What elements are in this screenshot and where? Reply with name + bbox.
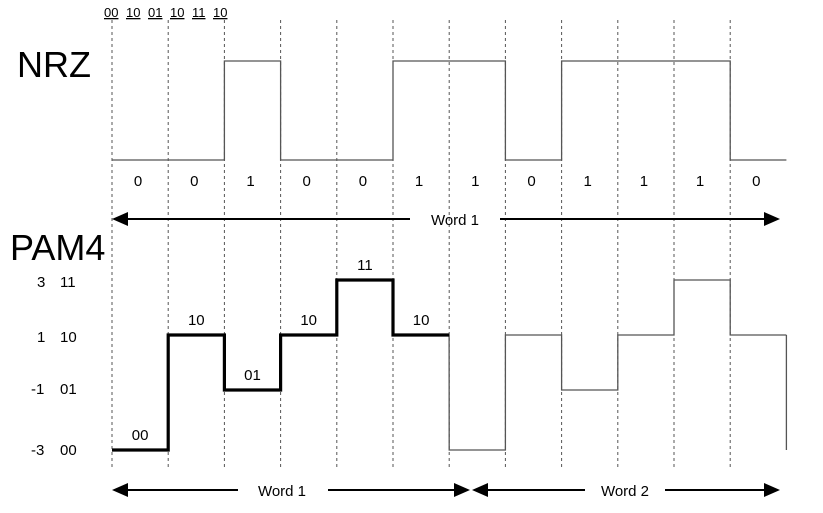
nrz-bit-label: 1: [584, 173, 592, 190]
pam4-word2-trace: [448, 279, 787, 451]
pam4-symbol-label: 10: [300, 312, 317, 329]
pam4-word1-trace: [112, 278, 450, 452]
pam4-word2-label: Word 2: [601, 483, 649, 500]
nrz-word-label: Word 1: [431, 212, 479, 229]
pam4-symbol-label: 10: [188, 312, 205, 329]
pam4-symbol-label: 00: [132, 427, 149, 444]
nrz-label: NRZ: [17, 44, 91, 85]
top-bit-pair: 10: [213, 5, 227, 20]
nrz-trace: [112, 60, 787, 161]
top-bit-pairs: 00 10 01 10 11 10: [104, 5, 227, 20]
level-value: -3: [31, 442, 44, 459]
pam4-label: PAM4: [10, 227, 105, 268]
nrz-bit-label: 1: [640, 173, 648, 190]
pam4-word-arrows: Word 1 Word 2: [112, 483, 780, 500]
nrz-bit-label: 0: [752, 173, 760, 190]
pam4-symbol-label: 11: [357, 257, 373, 274]
level-code: 00: [60, 442, 77, 459]
nrz-bit-label: 1: [246, 173, 254, 190]
nrz-bit-label: 0: [134, 173, 142, 190]
top-bit-pair: 11: [192, 5, 206, 20]
nrz-bit-label: 1: [696, 173, 704, 190]
level-value: -1: [31, 381, 44, 398]
nrz-bit-label: 0: [303, 173, 311, 190]
level-code: 11: [60, 274, 76, 291]
level-code: 10: [60, 329, 77, 346]
pam4-waveform: [112, 278, 788, 452]
nrz-word-arrow: Word 1: [112, 212, 780, 229]
level-value: 3: [37, 274, 45, 291]
level-value: 1: [37, 329, 45, 346]
pam4-symbol-label: 10: [413, 312, 430, 329]
nrz-bit-label: 1: [471, 173, 479, 190]
level-code: 01: [60, 381, 77, 398]
top-bit-pair: 10: [126, 5, 140, 20]
nrz-bit-label: 0: [359, 173, 367, 190]
pam4-word1-label: Word 1: [258, 483, 306, 500]
slot-dividers: [111, 20, 731, 470]
nrz-bit-labels: 0 0 1 0 0 1 1 0 1 1 1 0: [134, 173, 761, 190]
top-bit-pair: 00: [104, 5, 118, 20]
nrz-bit-label: 0: [527, 173, 535, 190]
pam4-symbol-labels: 00 10 01 10 11 10: [132, 257, 430, 444]
pam4-symbol-label: 01: [244, 367, 261, 384]
nrz-waveform: [112, 60, 787, 161]
nrz-bit-label: 1: [415, 173, 423, 190]
nrz-bit-label: 0: [190, 173, 198, 190]
top-bit-pair: 10: [170, 5, 184, 20]
top-bit-pair: 01: [148, 5, 162, 20]
